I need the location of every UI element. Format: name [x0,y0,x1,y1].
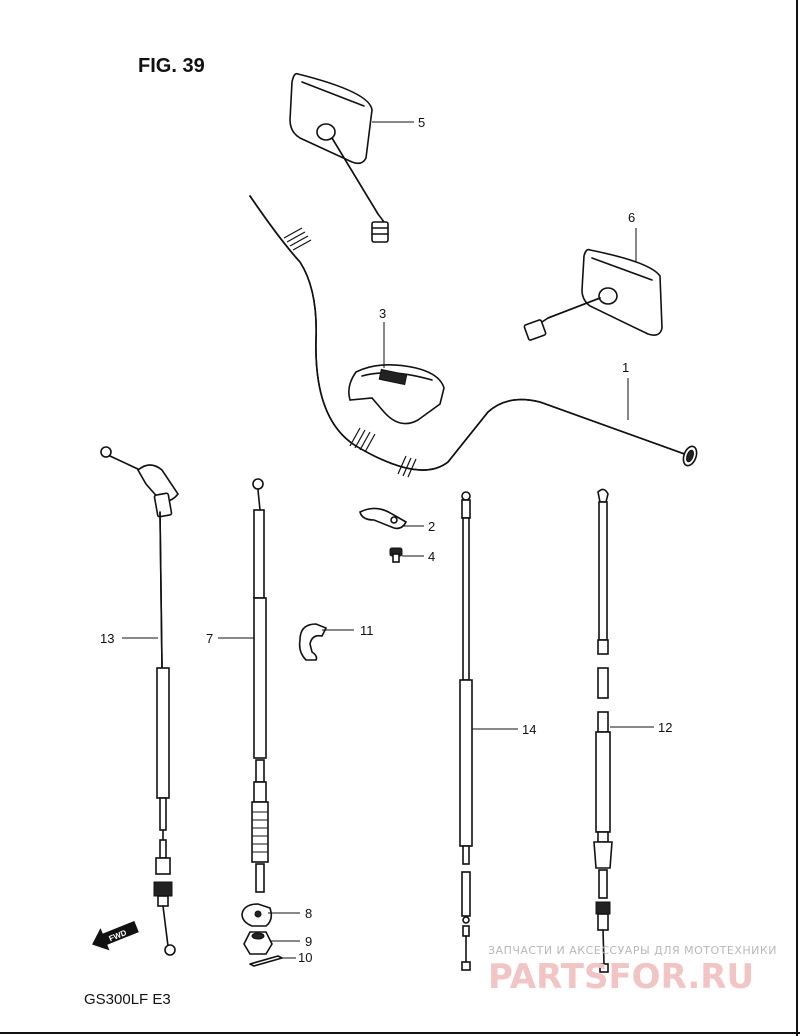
callout-leaders [122,121,654,959]
callout-4: 4 [428,549,435,564]
cable-14-part [459,491,473,971]
screw-part [389,547,403,563]
callout-1: 1 [622,360,629,375]
watermark: ЗАПЧАСТИ И АКСЕССУАРЫ ДЛЯ МОТОТЕХНИКИ PA… [488,944,777,997]
model-code: GS300LF E3 [84,991,171,1008]
handlebar-holder-part [348,364,445,425]
handlebar-part [249,195,698,478]
mirror-left-part [289,72,389,243]
figure-title: FIG. 39 [138,55,205,77]
callout-9: 9 [305,934,312,949]
cable-clamp-part [298,623,328,661]
throttle-cable-part [100,446,179,956]
cotter-pin-part [249,955,283,967]
cable-12-part [593,488,613,973]
callout-6: 6 [628,210,635,225]
callout-10: 10 [298,950,312,965]
fwd-arrow-icon: FWD [92,920,139,951]
callout-3: 3 [379,306,386,321]
watermark-logo: PARTSFOR.RU [488,957,754,997]
callout-5: 5 [418,115,425,130]
fwd-label: FWD [108,928,128,943]
clamp-part [359,507,408,530]
locknut-part [243,931,273,955]
callout-13: 13 [100,631,114,646]
clutch-cable-part [251,478,269,893]
callout-2: 2 [428,519,435,534]
mirror-right-part [523,248,663,341]
watermark-tagline: ЗАПЧАСТИ И АКСЕССУАРЫ ДЛЯ МОТОТЕХНИКИ [488,944,777,957]
callout-12: 12 [658,720,672,735]
callout-7: 7 [206,631,213,646]
callout-8: 8 [305,906,312,921]
adjuster-part [241,903,273,927]
callout-11: 11 [360,623,374,638]
callout-14: 14 [522,722,536,737]
